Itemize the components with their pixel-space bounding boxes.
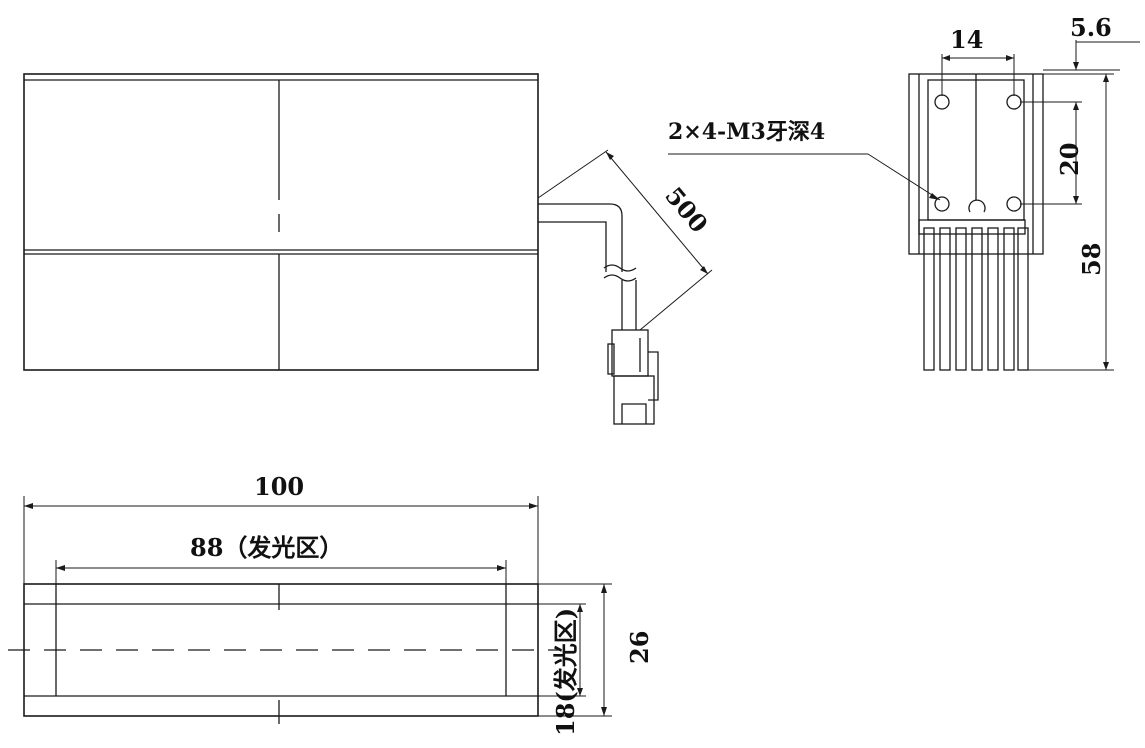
width-label: 26 bbox=[625, 631, 654, 664]
cable-length-label: 500 bbox=[659, 181, 713, 238]
thread-callout: 2×4-M3牙深4 bbox=[668, 119, 941, 201]
emitting-width-dimension: 18(发光区) bbox=[538, 603, 586, 736]
emitting-length-dimension: 88（发光区） bbox=[55, 533, 507, 584]
side-view: 14 5.6 20 58 bbox=[668, 13, 1140, 371]
cable-exit-hole bbox=[968, 199, 986, 213]
hole-spacing-vertical-dimension: 20 bbox=[1020, 101, 1084, 205]
mounting-hole bbox=[1006, 196, 1022, 212]
cable-length-dimension: 500 bbox=[537, 149, 714, 331]
front-body-outline bbox=[23, 73, 539, 371]
front-view: 500 bbox=[23, 73, 714, 425]
mounting-hole bbox=[934, 94, 950, 110]
heatsink-fins bbox=[918, 219, 1029, 371]
mounting-hole bbox=[934, 196, 950, 212]
offset-dimension: 5.6 bbox=[1043, 13, 1140, 71]
connector bbox=[607, 329, 659, 425]
top-view: 100 88（发光区） 26 18(发光区) bbox=[8, 472, 654, 736]
hole-spacing-h-label: 14 bbox=[950, 25, 983, 54]
height-dimension: 58 bbox=[1028, 73, 1114, 371]
width-dimension: 26 bbox=[538, 583, 654, 717]
emitting-length-label: 88（发光区） bbox=[190, 533, 343, 562]
height-label: 58 bbox=[1077, 243, 1106, 276]
emitting-width-label: 18(发光区) bbox=[551, 608, 580, 736]
length-label: 100 bbox=[254, 472, 304, 501]
hole-spacing-v-label: 20 bbox=[1055, 143, 1084, 176]
thread-callout-label: 2×4-M3牙深4 bbox=[668, 119, 825, 145]
mounting-hole bbox=[1006, 94, 1022, 110]
hole-spacing-horizontal-dimension: 14 bbox=[941, 25, 1015, 96]
offset-label: 5.6 bbox=[1070, 13, 1112, 42]
length-dimension: 100 bbox=[23, 472, 539, 584]
cable bbox=[538, 203, 637, 330]
